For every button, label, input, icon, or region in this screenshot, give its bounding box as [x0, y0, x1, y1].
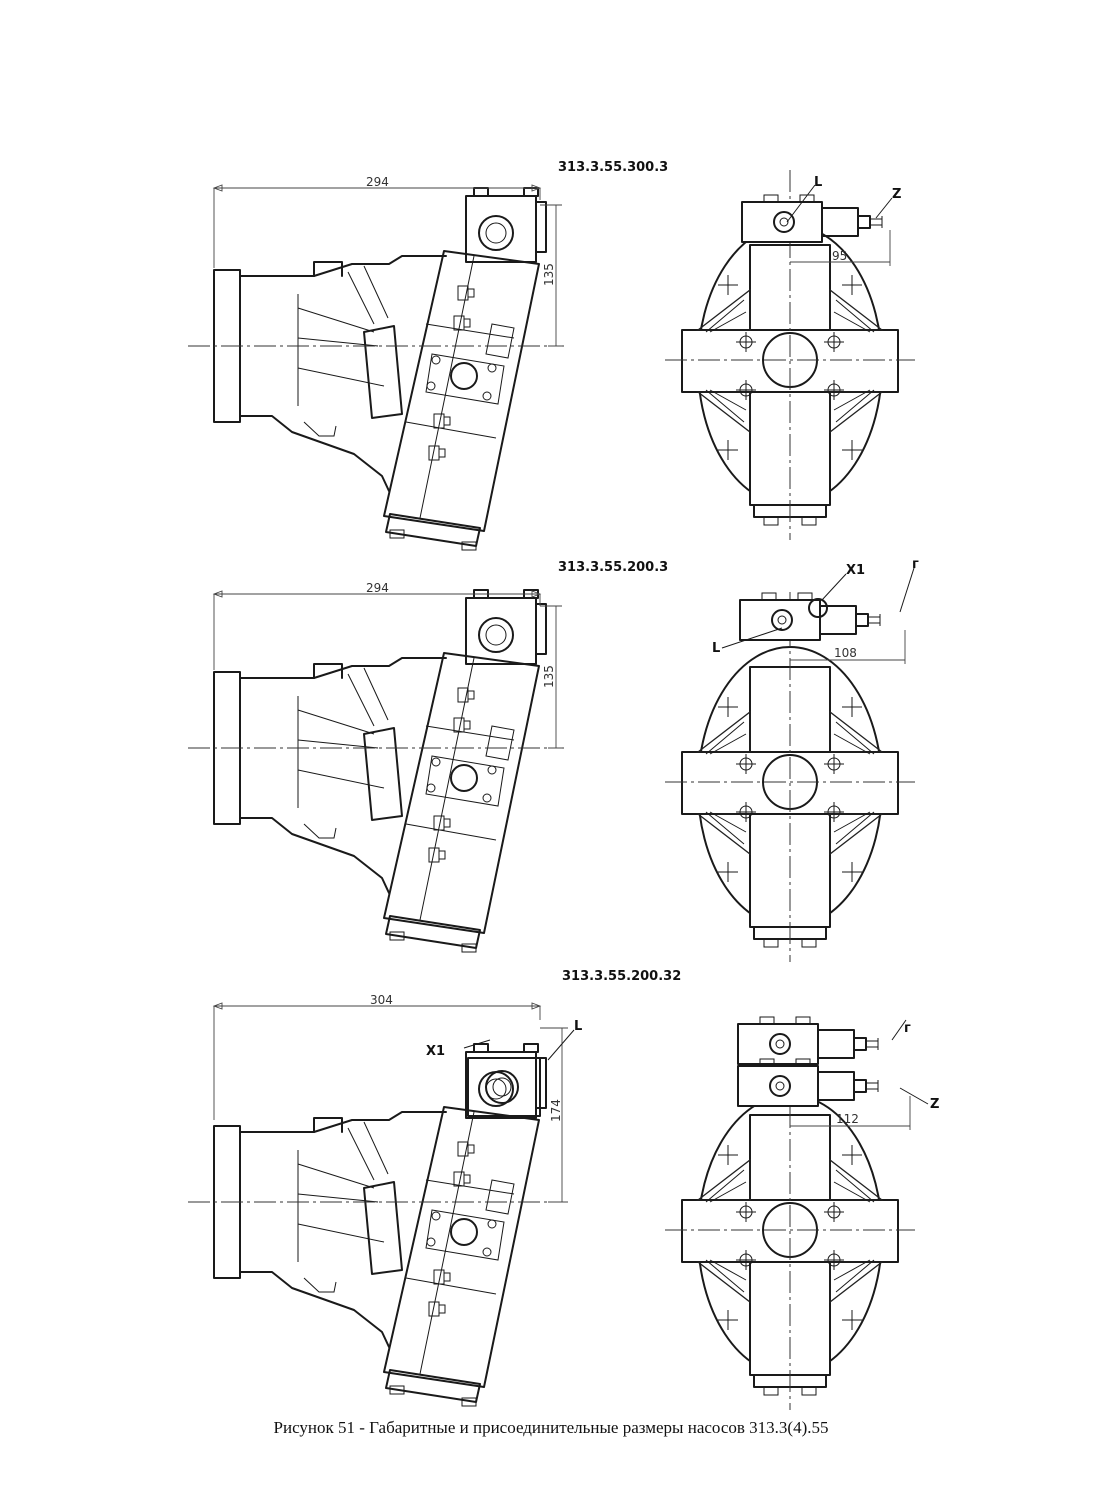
height-dim: 135 — [542, 263, 556, 286]
height-dim: 174 — [549, 1099, 563, 1122]
pump-view-3: 313.3.55.200.32 304 174 X1 L 112 г — [187, 969, 939, 1411]
port-label: Z — [892, 187, 901, 202]
port-label: X1 — [426, 1044, 445, 1059]
length-dim: 294 — [366, 175, 389, 189]
length-dim: 304 — [370, 993, 393, 1007]
front-dim: 112 — [836, 1112, 859, 1126]
front-dim: 108 — [834, 646, 857, 660]
length-dim: 294 — [366, 581, 389, 595]
port-label: L — [712, 641, 720, 656]
side-view: 294 135 — [187, 581, 565, 953]
side-view: 294 135 — [187, 175, 565, 551]
port-label: L — [814, 175, 822, 190]
front-dim: 95 — [832, 249, 847, 263]
height-dim: 135 — [542, 665, 556, 688]
front-view: 112 г Z — [664, 1016, 939, 1411]
port-label: L — [574, 1019, 582, 1034]
side-view: 304 174 X1 L — [187, 993, 582, 1407]
figure-caption: Рисунок 51 - Габаритные и присоединитель… — [273, 1418, 829, 1437]
front-view: 95 L Z — [664, 169, 916, 541]
front-view: 108 X1 г L — [664, 557, 919, 963]
model-label: 313.3.55.200.3 — [558, 560, 668, 575]
port-label: г — [912, 557, 919, 572]
model-label: 313.3.55.300.3 — [558, 160, 668, 175]
pump-view-1: 313.3.55.300.3 294 135 95 L Z — [187, 160, 916, 551]
model-label: 313.3.55.200.32 — [562, 969, 681, 984]
pump-view-2: 313.3.55.200.3 294 135 108 X1 г L — [187, 557, 919, 963]
port-label: X1 — [846, 563, 865, 578]
port-label: Z — [930, 1097, 939, 1112]
port-label: г — [904, 1021, 911, 1036]
